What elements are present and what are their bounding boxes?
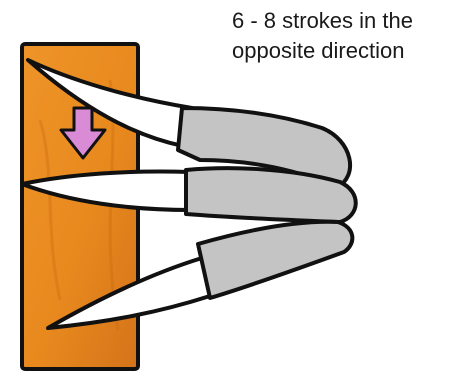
instruction-caption: 6 - 8 strokes in the opposite direction: [232, 6, 450, 66]
caption-line-2: opposite direction: [232, 36, 450, 66]
handle: [198, 222, 352, 298]
caption-line-1: 6 - 8 strokes in the: [232, 6, 450, 36]
